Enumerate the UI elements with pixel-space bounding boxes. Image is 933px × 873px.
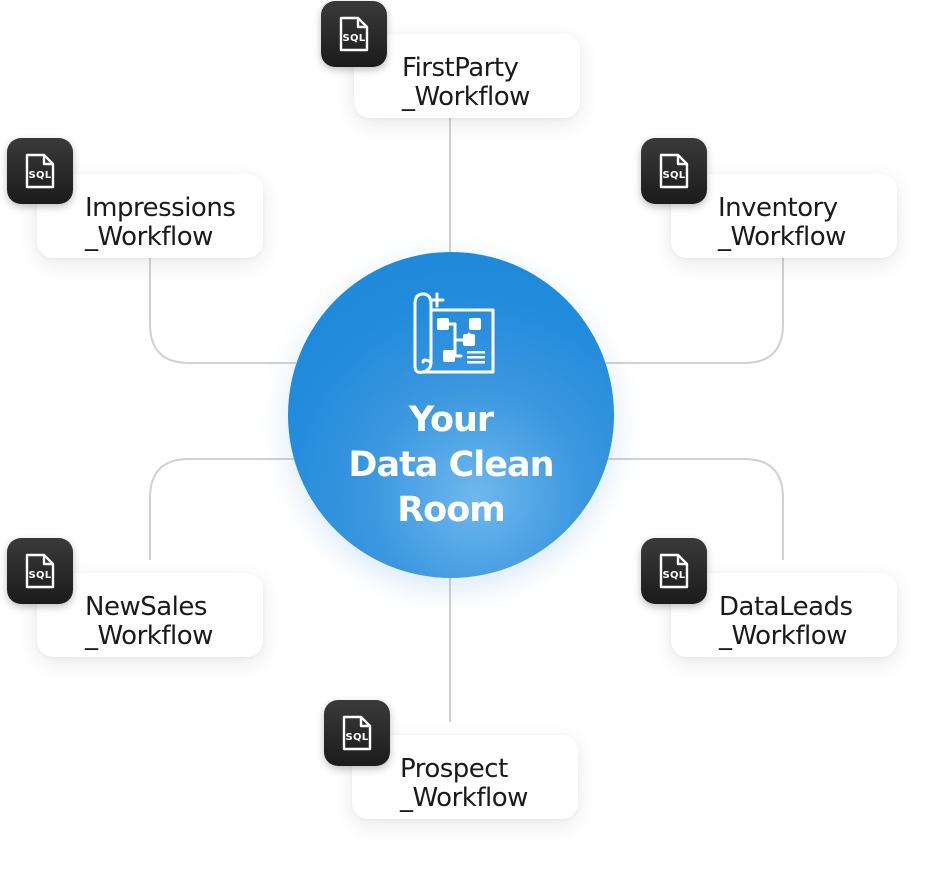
hub-title: Your Data Clean Room bbox=[288, 398, 614, 533]
workflow-name: NewSales bbox=[85, 592, 207, 622]
sql-badge-text: SQL bbox=[342, 33, 366, 44]
hub-title-line1: Your bbox=[408, 400, 494, 440]
sql-file-icon: SQL bbox=[7, 138, 73, 204]
workflow-suffix: _Workflow bbox=[718, 222, 846, 252]
sql-file-icon: SQL bbox=[641, 538, 707, 604]
sql-badge-text: SQL bbox=[28, 570, 52, 581]
workflow-suffix: _Workflow bbox=[400, 783, 528, 813]
workflow-diagram-icon bbox=[413, 292, 495, 374]
sql-badge-text: SQL bbox=[662, 170, 686, 181]
sql-file-icon: SQL bbox=[324, 700, 390, 766]
workflow-card-dataleads[interactable]: DataLeads _Workflow bbox=[671, 573, 897, 657]
workflow-card-impressions[interactable]: Impressions _Workflow bbox=[37, 174, 263, 258]
workflow-card-label: DataLeads _Workflow bbox=[719, 593, 853, 651]
workflow-card-label: Inventory _Workflow bbox=[718, 194, 846, 252]
workflow-name: Prospect bbox=[400, 754, 508, 784]
workflow-card-firstparty[interactable]: FirstParty _Workflow bbox=[354, 34, 580, 118]
sql-file-icon: SQL bbox=[641, 138, 707, 204]
workflow-name: Impressions bbox=[85, 193, 236, 223]
workflow-card-label: Prospect _Workflow bbox=[400, 755, 528, 813]
workflow-card-label: NewSales _Workflow bbox=[85, 593, 213, 651]
connector-newsales bbox=[149, 458, 296, 560]
workflow-card-inventory[interactable]: Inventory _Workflow bbox=[671, 174, 897, 258]
sql-badge-text: SQL bbox=[662, 570, 686, 581]
workflow-name: DataLeads bbox=[719, 592, 853, 622]
sql-file-icon: SQL bbox=[321, 1, 387, 67]
sql-badge-text: SQL bbox=[28, 170, 52, 181]
workflow-suffix: _Workflow bbox=[85, 222, 213, 252]
workflow-suffix: _Workflow bbox=[85, 621, 213, 651]
connector-impressions bbox=[149, 258, 296, 364]
hub-title-line2: Data Clean bbox=[348, 445, 554, 485]
workflow-name: Inventory bbox=[718, 193, 838, 223]
connector-inventory bbox=[606, 258, 784, 364]
data-clean-room-hub[interactable]: Your Data Clean Room bbox=[288, 252, 614, 578]
workflow-card-label: FirstParty _Workflow bbox=[402, 54, 530, 112]
hub-title-line3: Room bbox=[397, 490, 506, 530]
workflow-suffix: _Workflow bbox=[719, 621, 847, 651]
sql-file-icon: SQL bbox=[7, 538, 73, 604]
workflow-suffix: _Workflow bbox=[402, 82, 530, 112]
connector-dataleads bbox=[606, 458, 784, 560]
sql-badge-text: SQL bbox=[345, 732, 369, 743]
workflow-card-newsales[interactable]: NewSales _Workflow bbox=[37, 573, 263, 657]
workflow-name: FirstParty bbox=[402, 53, 519, 83]
workflow-card-label: Impressions _Workflow bbox=[85, 193, 236, 252]
